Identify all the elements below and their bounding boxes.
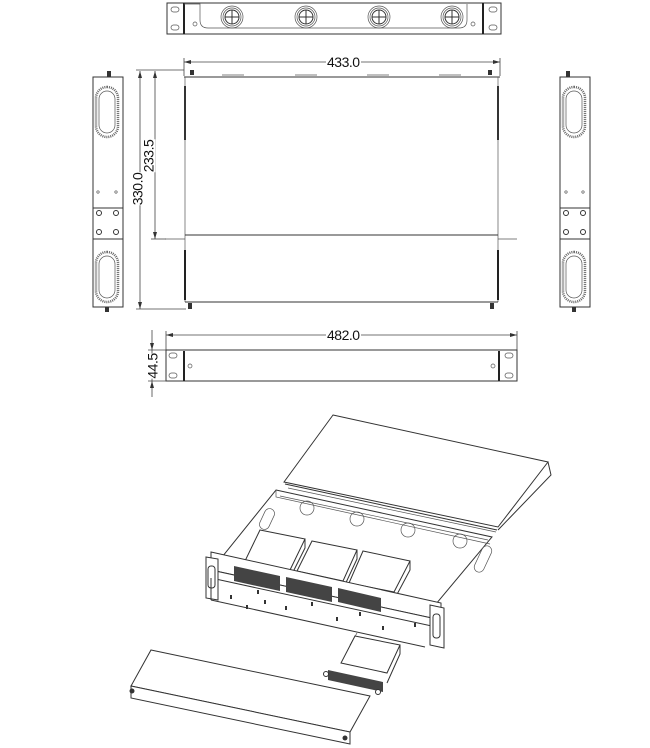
adapter-panel (234, 566, 381, 612)
exploded-view (129, 414, 552, 745)
dimension-depth-partial: 233.5 (140, 139, 157, 173)
top-cover (283, 414, 552, 533)
front-view (166, 2, 502, 35)
dimension-width-overall: 482.0 (326, 327, 361, 343)
grommet-icon (294, 5, 318, 29)
chassis (205, 489, 493, 649)
dimension-depth-total: 330.0 (129, 172, 146, 206)
dimension-width-inner: 433.0 (326, 54, 361, 70)
right-side-view (559, 71, 591, 312)
grommet-icon (367, 5, 391, 29)
grommet-icon (220, 5, 244, 29)
dimension-height: 44.5 (144, 353, 161, 379)
front-cover (129, 649, 371, 745)
left-side-view (92, 71, 124, 312)
top-view (136, 58, 517, 310)
loose-module (323, 632, 401, 695)
grommet-icon (440, 5, 464, 29)
